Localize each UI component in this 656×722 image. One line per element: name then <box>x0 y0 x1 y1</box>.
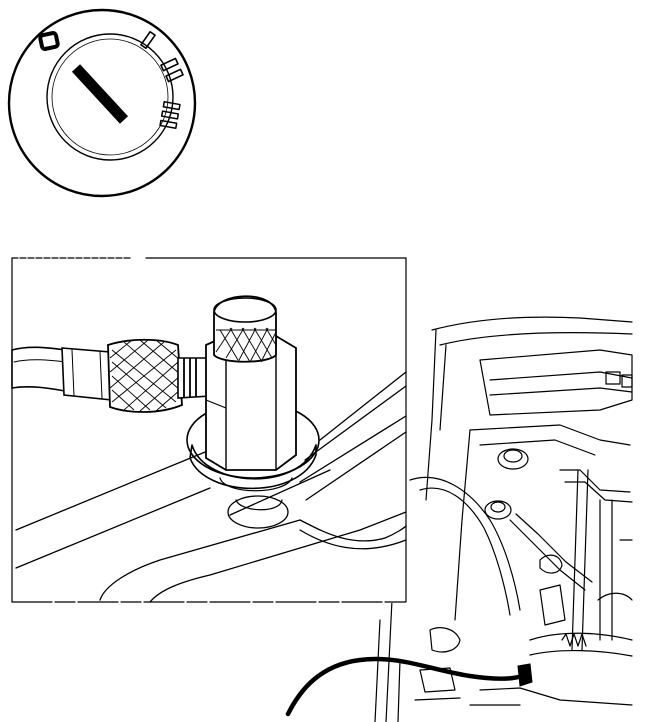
ignition-switch-dial <box>7 8 197 198</box>
dial-face-inner <box>51 38 169 156</box>
key-slot <box>71 64 129 124</box>
threaded-connector <box>177 357 211 399</box>
engine-bay-view <box>374 316 633 722</box>
hose-ferrule <box>61 347 113 401</box>
cable-connector <box>517 663 533 687</box>
pressure-gauge-adapter-inset <box>11 257 407 603</box>
knurled-union-nut <box>107 338 183 413</box>
dial-face <box>46 33 174 161</box>
position-0-marker <box>38 31 60 51</box>
position-II-marker <box>160 57 184 83</box>
probe-cable <box>285 656 533 717</box>
mounting-rails <box>15 371 407 603</box>
dial-outer-ring <box>7 8 197 198</box>
position-I-marker <box>140 30 156 50</box>
position-III-marker <box>159 101 181 129</box>
adapter-cable <box>299 519 407 542</box>
pressure-hose <box>11 346 71 393</box>
inset-frame <box>11 257 407 603</box>
knurled-cap <box>213 295 277 363</box>
